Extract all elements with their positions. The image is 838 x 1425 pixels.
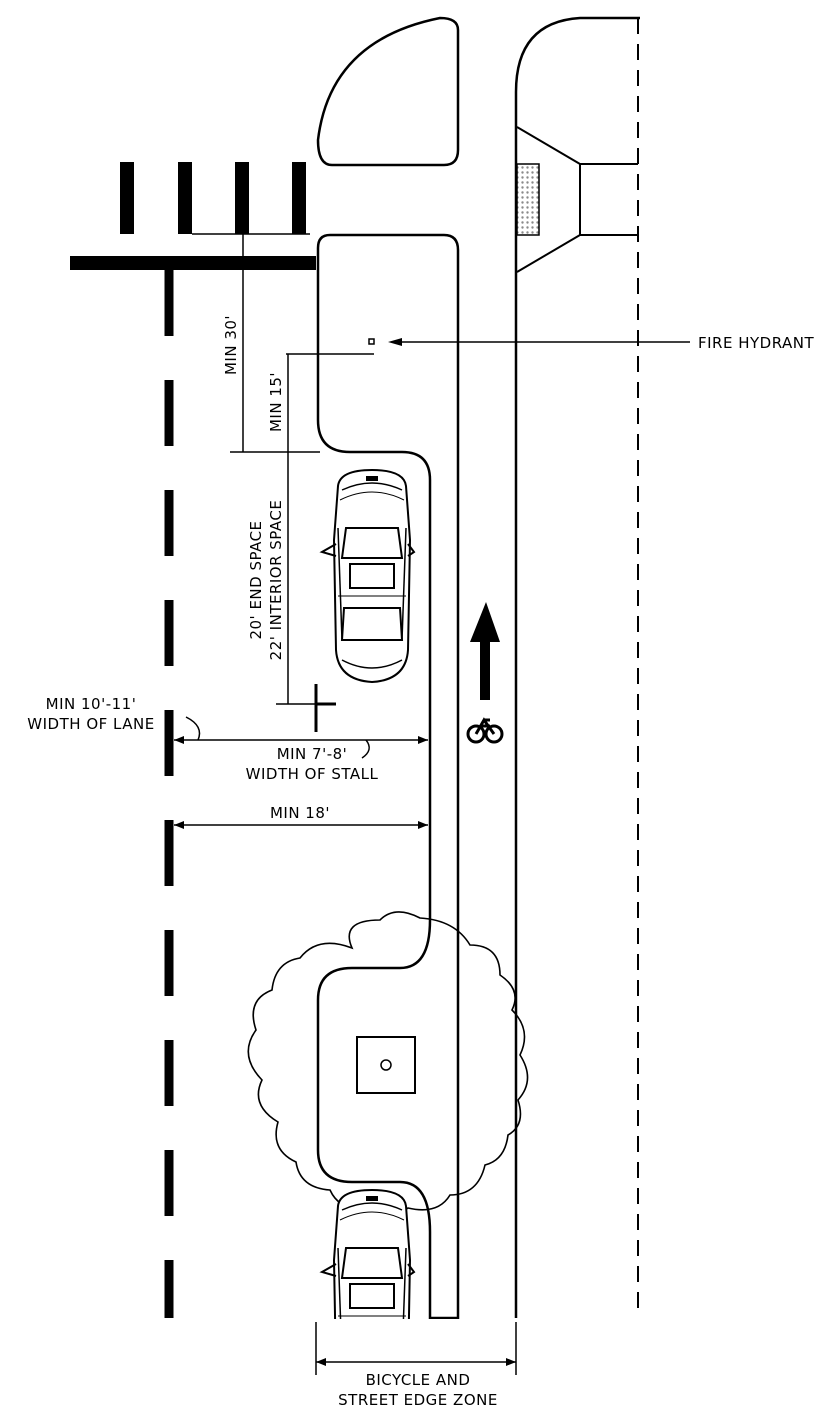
- bicycle-icon: [466, 717, 504, 744]
- dimension-zone: [315, 1322, 517, 1375]
- stall-width-label-2: WIDTH OF STALL: [246, 765, 379, 783]
- dimension-min-15: [286, 353, 374, 452]
- fire-hydrant-label: FIRE HYDRANT: [698, 334, 815, 352]
- north-arrow-icon: [470, 602, 500, 700]
- end-space-label: 20' END SPACE: [247, 520, 265, 639]
- curb-ramp: [516, 126, 638, 273]
- interior-space-label: 22' INTERIOR SPACE: [267, 500, 285, 661]
- min-18-label: MIN 18': [270, 804, 330, 822]
- zone-label-1: BICYCLE AND: [366, 1371, 471, 1389]
- stop-bar: [70, 256, 316, 270]
- dimension-stall-length: [276, 452, 336, 732]
- tree-pit: [356, 1036, 416, 1094]
- right-edge-line: [514, 16, 640, 1318]
- stall-width-label-1: MIN 7'-8': [277, 745, 348, 763]
- corner-curb: [316, 16, 460, 167]
- min-15-label: MIN 15': [267, 372, 285, 432]
- dimension-min-30: [192, 233, 320, 453]
- fire-hydrant-icon: [368, 338, 375, 345]
- min-30-label: MIN 30': [222, 315, 240, 375]
- hydrant-arrowhead: [388, 338, 402, 346]
- lane-width-label-1: MIN 10'-11': [46, 695, 137, 713]
- zone-label-2: STREET EDGE ZONE: [338, 1391, 498, 1409]
- lane-width-label-2: WIDTH OF LANE: [27, 715, 154, 733]
- crosswalk-stripes: [120, 162, 306, 234]
- tree-canopy-icon: [247, 911, 529, 1216]
- dimension-widths: [174, 716, 428, 829]
- curb-line: [316, 233, 460, 1320]
- car-icon: [321, 469, 415, 683]
